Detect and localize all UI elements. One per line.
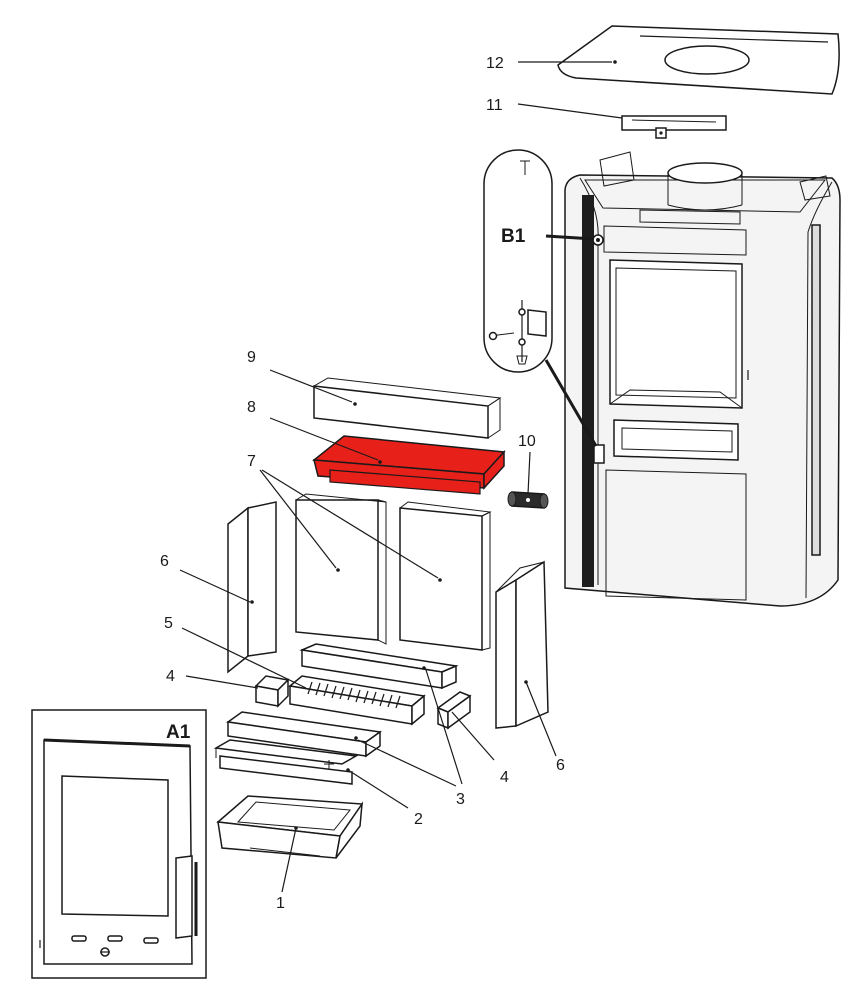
detail-b1: B1 (483, 149, 553, 373)
label-9: 9 (247, 349, 256, 366)
label-4-right: 4 (500, 769, 509, 786)
label-3-lower: 3 (456, 791, 465, 808)
label-6-left: 6 (160, 553, 169, 570)
part-1-ash-pan (216, 795, 364, 859)
part-4-small-brick-right (436, 691, 472, 730)
label-12: 12 (486, 55, 504, 72)
part-3-front-brick-upper (299, 643, 459, 690)
label-11: 11 (486, 97, 503, 114)
part-10-fitting (507, 491, 549, 509)
label-10: 10 (518, 433, 536, 450)
part-8-highlighted-plate (312, 435, 506, 495)
part-6-right-brick (495, 560, 549, 729)
part-6-left-brick (227, 501, 277, 674)
detail-a1: A1 (31, 709, 207, 979)
part-5-grate (288, 675, 426, 726)
label-8: 8 (247, 399, 256, 416)
label-6-right: 6 (556, 757, 565, 774)
label-b1: B1 (501, 226, 526, 247)
part-2-rail (213, 739, 359, 785)
label-4-left: 4 (166, 668, 175, 685)
dark-strip (582, 195, 594, 587)
part-3-front-brick-lower (226, 711, 382, 758)
part-4-small-brick-left (254, 675, 290, 708)
stove-body (564, 151, 841, 607)
label-7: 7 (247, 453, 256, 470)
label-5: 5 (164, 615, 173, 632)
part-12-top-plate (557, 25, 840, 95)
label-1: 1 (276, 895, 285, 912)
label-a1: A1 (166, 722, 191, 743)
part-7-back-panels (295, 493, 492, 651)
part-9-baffle (313, 377, 502, 439)
part-11-connector (621, 115, 727, 139)
label-2: 2 (414, 811, 423, 828)
